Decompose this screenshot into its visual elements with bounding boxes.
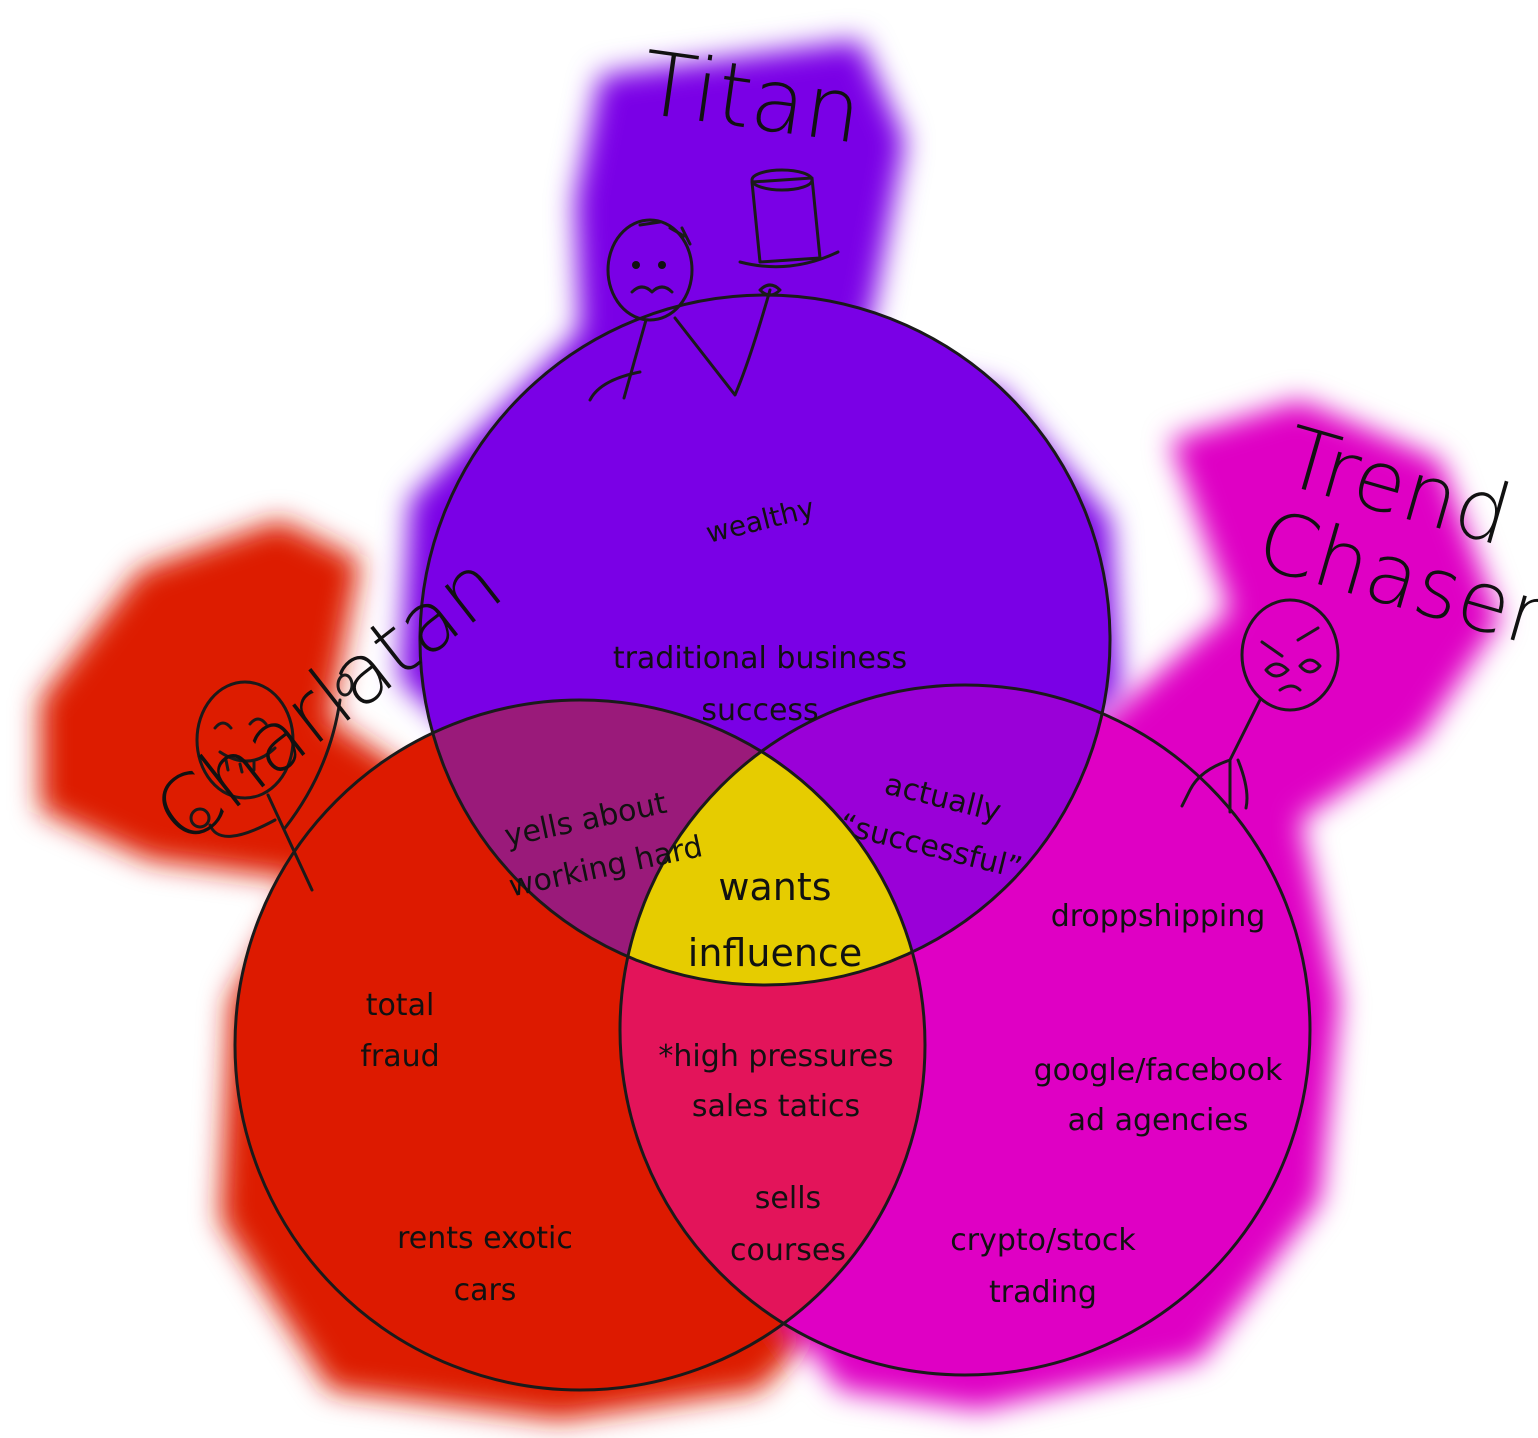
- label-google-facebook: google/facebook: [1034, 1053, 1283, 1088]
- label-wants: wants: [718, 865, 831, 909]
- outline-charlatan: [233, 698, 927, 1392]
- region-center: wants influence: [688, 865, 862, 975]
- label-courses: courses: [730, 1233, 846, 1268]
- venn-circles: [233, 293, 1312, 1392]
- label-total: total: [366, 988, 435, 1023]
- label-high-pressures: *high pressures: [658, 1039, 893, 1074]
- label-success: success: [701, 693, 818, 728]
- label-cars: cars: [454, 1273, 517, 1308]
- region-trend-only: droppshipping google/facebook ad agencie…: [950, 899, 1283, 1310]
- region-charlatan-trend: *high pressures sales tatics sells cours…: [658, 1039, 893, 1268]
- stick-figure-top-hat-icon: [588, 168, 840, 402]
- label-ad-agencies: ad agencies: [1068, 1103, 1249, 1138]
- label-trading: trading: [989, 1275, 1097, 1310]
- region-charlatan-only: total fraud rents exotic cars: [360, 988, 573, 1308]
- label-traditional-business: traditional business: [613, 641, 907, 676]
- stick-figure-frustrated-icon: [1180, 598, 1340, 814]
- label-sells: sells: [755, 1181, 821, 1216]
- outline-trend-chaser: [618, 683, 1312, 1377]
- label-fraud: fraud: [360, 1039, 439, 1074]
- overlap-center: [620, 700, 925, 985]
- label-rents-exotic: rents exotic: [397, 1221, 573, 1256]
- label-crypto-stock: crypto/stock: [950, 1223, 1136, 1258]
- stick-figure-laughing-icon: [189, 673, 354, 892]
- label-droppshipping: droppshipping: [1051, 899, 1266, 934]
- label-sales-tatics: sales tatics: [692, 1089, 860, 1124]
- label-influence: influence: [688, 931, 862, 975]
